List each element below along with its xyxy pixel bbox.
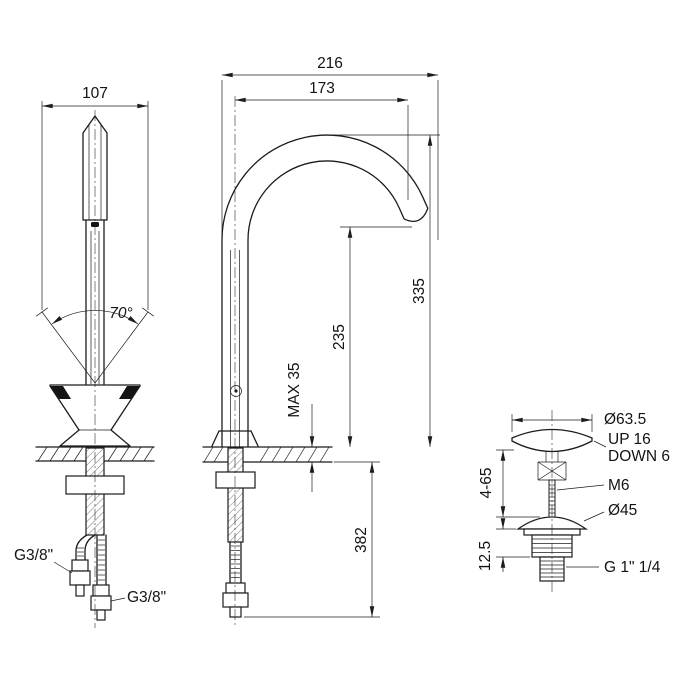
supply-hose-left [69,534,96,597]
dim-flange-height-label: 12.5 [477,541,494,571]
side-dimensions: 216 173 335 235 MAX 35 382 [221,55,440,618]
label-up-travel: UP 16 [608,431,651,448]
dim-width-label: 107 [82,85,108,102]
supply-hose-right [90,534,112,621]
hose-nut-left [69,570,91,586]
hose-nut-side [222,592,249,608]
supply-assembly-front: G3/8" G3/8" [14,447,166,621]
drain-flange [515,516,589,530]
label-down-travel: DOWN 6 [608,448,670,465]
escutcheon-side [211,430,259,447]
front-width-dimension: 107 [41,85,149,310]
thread-label-left: G3/8" [14,547,53,564]
supply-assembly-side [215,447,256,618]
dim-deck-thickness-label: MAX 35 [286,362,303,417]
handle-grip [82,115,108,221]
cap-diameter-dimension: Ø63.5 [511,411,646,432]
drain-body [523,528,581,582]
drain-cap [511,428,593,453]
hose-nut-right [90,595,112,611]
spout-outline [221,134,429,447]
swing-angle-label: 70° [109,305,132,322]
dim-cap-diameter-label: Ø63.5 [604,411,646,428]
handle-lever [82,115,108,385]
threaded-shank-side [227,447,244,543]
dim-total-height-label: 335 [411,278,428,304]
thread-label-right: G3/8" [127,589,166,606]
dim-spout-reach-label: 173 [309,80,335,97]
dim-body-diameter-label: Ø45 [608,502,637,519]
body-accent-right [119,386,140,399]
body-accent-left [50,386,71,399]
dim-supply-length-label: 382 [353,527,370,553]
adjust-range-dimension: 4-65 [478,449,540,518]
deck-hatch-ticks-side [203,446,330,463]
deck-side [202,446,333,463]
cartridge-detail [230,385,242,397]
mounting-bracket-side [215,471,256,489]
dim-total-reach-label: 216 [317,55,343,72]
drain-view: Ø63.5 UP 16 DOWN 6 [477,410,670,592]
faucet-body-front [49,384,141,447]
hose-corrugations-side [231,545,240,578]
deck-hatch-ticks [37,446,154,462]
dim-adjust-range-label: 4-65 [478,467,495,498]
label-outlet-thread: G 1" 1/4 [604,559,661,576]
flange-height-dimension: 12.5 [477,518,530,572]
label-rod-thread: M6 [608,477,630,494]
side-view: 216 173 335 235 MAX 35 382 [202,55,440,625]
dim-spout-height-label: 235 [331,324,348,350]
front-view: 107 70° [14,85,166,628]
swing-indicator: 70° [35,305,155,384]
